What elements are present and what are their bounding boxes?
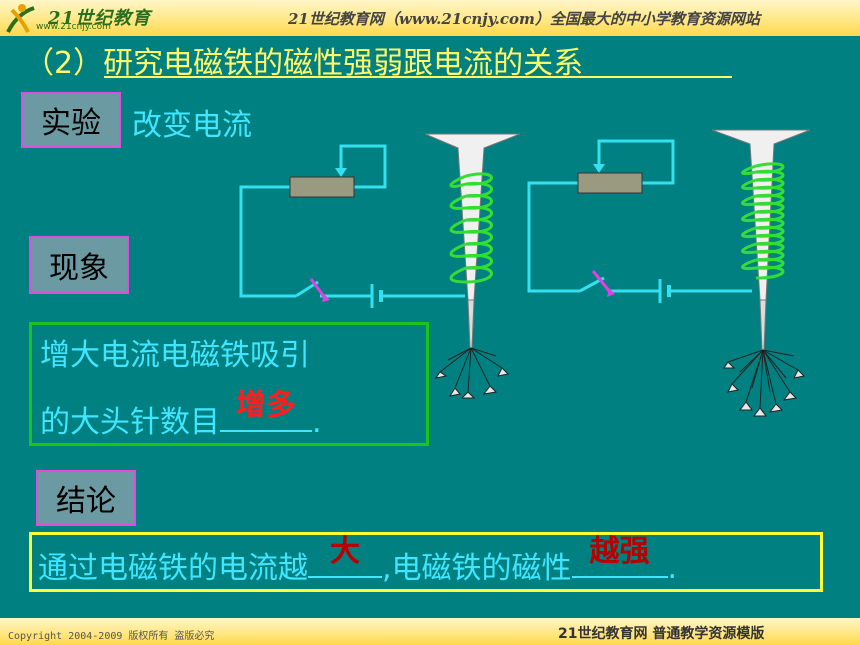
conclusion-blank-1: 大 (308, 534, 382, 578)
phenomenon-line2: 的大头针数目增多. (40, 388, 322, 441)
conclusion-suffix: . (667, 551, 678, 586)
phenomenon-answer: 增多 (236, 388, 296, 423)
left-pins (434, 347, 510, 399)
conclusion-answer-1: 大 (330, 534, 360, 569)
site-banner: 21世纪教育网（www.21cnjy.com）全国最大的中小学教育资源网站 (288, 10, 760, 28)
logo-icon (6, 4, 35, 33)
conclusion-answer-2: 越强 (589, 534, 650, 569)
copyright-text: Copyright 2004-2009 版权所有 盗版必究 (8, 631, 215, 642)
conclusion-label: 结论 (36, 470, 136, 526)
phenomenon-box (29, 322, 429, 446)
conclusion-prefix: 通过电磁铁的电流越 (38, 551, 308, 586)
conclusion-sentence: 通过电磁铁的电流越大 ,电磁铁的磁性越强. (38, 534, 678, 587)
phenomenon-line1: 增大电流电磁铁吸引 (40, 338, 310, 373)
phenomenon-line2-suffix: . (312, 405, 322, 440)
title-underline (104, 76, 732, 78)
phenomenon-blank: 增多 (220, 388, 312, 432)
logo-text: 21世纪教育 (48, 8, 152, 29)
phenomenon-label: 现象 (29, 236, 129, 294)
logo-subtext: www.21cnjy.com (36, 22, 111, 32)
slide-title: （2）研究电磁铁的磁性强弱跟电流的关系 (24, 46, 584, 81)
experiment-label: 实验 (21, 92, 121, 148)
right-pins (723, 349, 806, 417)
conclusion-middle: ,电磁铁的磁性 (382, 551, 572, 586)
conclusion-blank-2: 越强 (571, 534, 668, 578)
conclusion-box (29, 532, 823, 592)
left-circuit (239, 133, 521, 399)
footer-bar: Copyright 2004-2009 版权所有 盗版必究 21世纪教育网 普通… (0, 618, 860, 645)
right-circuit (527, 129, 811, 417)
experiment-text: 改变电流 (132, 108, 252, 143)
phenomenon-line2-prefix: 的大头针数目 (40, 405, 220, 440)
header-bar: 21世纪教育 www.21cnjy.com 21世纪教育网（www.21cnjy… (0, 0, 860, 36)
footer-brand: 21世纪教育网 普通教学资源模版 (558, 626, 765, 642)
